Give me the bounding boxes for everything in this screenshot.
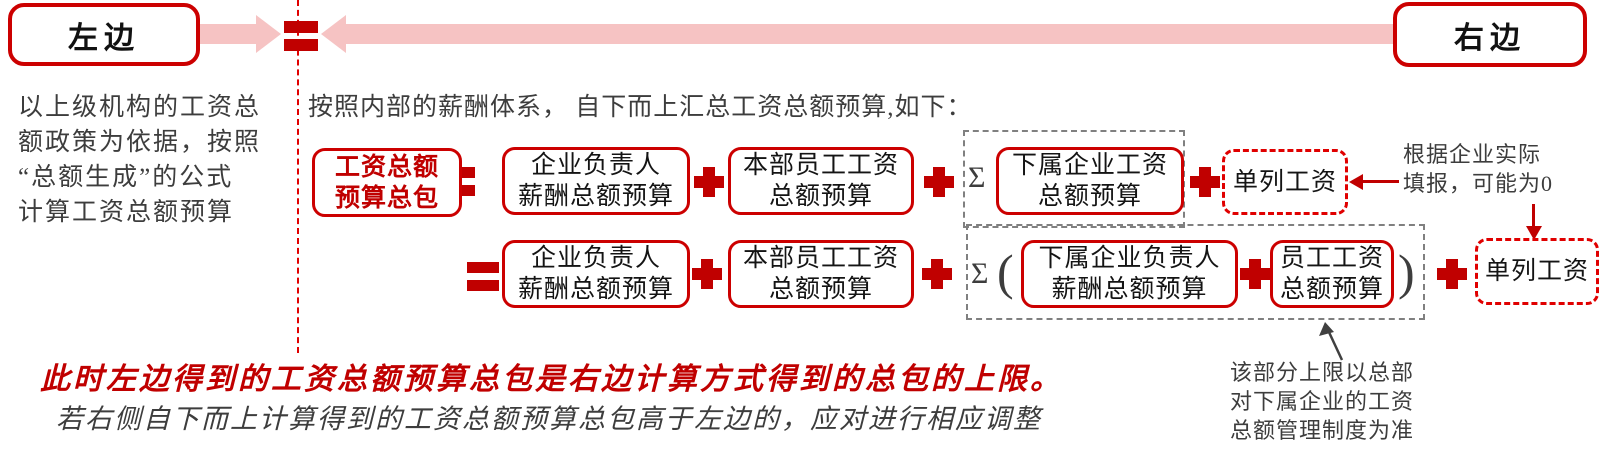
r1-subsidiary-wage-box: 下属企业工资 总额预算 (996, 147, 1184, 215)
divider-dashed-line (297, 0, 299, 353)
right-arrow-body (199, 24, 258, 44)
plus-icon (1437, 259, 1467, 289)
left-note-text: 以上级机构的工资总 额政策为依据，按照 “总额生成”的公式 计算工资总额预算 (18, 94, 262, 226)
r2-hq-staff-wage-box: 本部员工工资 总额预算 (728, 240, 914, 308)
paren-open: ( (997, 244, 1014, 300)
r2-separate-wage-box: 单列工资 (1475, 238, 1599, 305)
left-side-label: 左边 (68, 21, 140, 55)
red-arrow-left-icon (1349, 174, 1363, 190)
r2-sum-group-rect (966, 224, 1425, 320)
paren-close: ) (1398, 244, 1415, 300)
equals-bar (467, 262, 499, 273)
plus-icon (694, 167, 724, 197)
r2-staff-wage-box: 员工工资 总额预算 (1270, 240, 1394, 308)
r1-separate-wage-box: 单列工资 (1222, 149, 1348, 215)
r2-leader-salary-box: 企业负责人 薪酬总额预算 (502, 240, 690, 308)
plus-icon (1240, 259, 1270, 289)
right-side-label: 右边 (1454, 21, 1526, 55)
equals-bar (284, 39, 318, 51)
right-intro-text: 按照内部的薪酬体系， 自下而上汇总工资总额预算,如下： (308, 94, 973, 121)
sigma-symbol: Σ (968, 161, 986, 194)
red-arrow-line (1532, 204, 1535, 228)
sigma-symbol: Σ (971, 257, 989, 290)
plus-icon (924, 167, 954, 197)
equals-bar (284, 21, 318, 33)
left-side-box: 左边 (8, 3, 200, 66)
r1-leader-salary-box: 企业负责人 薪酬总额预算 (502, 147, 690, 215)
equals-bar (467, 280, 499, 291)
r2-subsidiary-leader-salary-box: 下属企业负责人 薪酬总额预算 (1021, 240, 1238, 308)
right-arrow-icon (256, 15, 281, 53)
right-side-box: 右边 (1393, 2, 1587, 67)
r1-sum-group-rect (963, 130, 1185, 228)
equals-icon (284, 21, 318, 57)
r1-hq-staff-wage-box: 本部员工工资 总额预算 (728, 147, 914, 215)
left-arrow-body (346, 24, 1393, 44)
red-conclusion-text: 此时左边得到的工资总额预算总包是右边计算方式得到的总包的上限。 (40, 363, 1063, 396)
up-arrow-icon (1319, 322, 1344, 361)
right-note-text: 根据企业实际 填报，可能为0 (1403, 142, 1554, 196)
gray-conclusion-text: 若右侧自下而上计算得到的工资总额预算总包高于左边的，应对进行相应调整 (56, 404, 1042, 434)
red-arrow-down-icon (1526, 226, 1542, 240)
plus-icon (692, 259, 722, 289)
plus-icon (922, 259, 952, 289)
bottom-right-note-text: 该部分上限以总部 对下属企业的工资 总额管理制度为准 (1230, 360, 1415, 443)
left-arrow-icon (321, 15, 346, 53)
equals-icon (467, 262, 499, 298)
total-wage-budget-package-box: 工资总额 预算总包 (312, 148, 462, 217)
red-arrow-line (1361, 180, 1399, 183)
plus-icon (1190, 167, 1220, 197)
